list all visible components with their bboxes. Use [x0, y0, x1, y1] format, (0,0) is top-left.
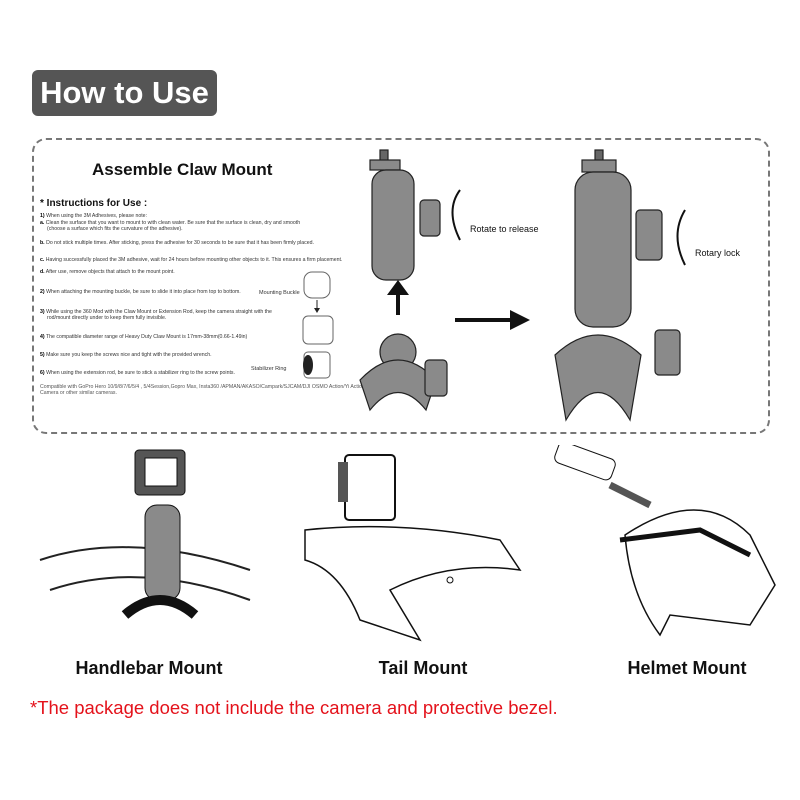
- instruction-number: 2): [40, 289, 45, 295]
- assemble-title: Assemble Claw Mount: [92, 160, 273, 179]
- package-note: *The package does not include the camera…: [30, 697, 558, 718]
- instruction-number: a.: [40, 220, 45, 226]
- instruction-text: Having successfully placed the 3M adhesi…: [45, 257, 343, 263]
- instruction-number: 3): [40, 309, 45, 315]
- instructions-panel: [32, 138, 770, 434]
- instruction-line: 1) When using the 3M Adhesives, please n…: [40, 213, 147, 219]
- instruction-line: rod/mount directly under to keep them fu…: [47, 315, 166, 321]
- instruction-number: d.: [40, 269, 45, 275]
- tail-mount-label: Tail Mount: [378, 658, 468, 678]
- instruction-text: (choose a surface which fits the curvatu…: [47, 226, 183, 232]
- compatible-text: Compatible with GoPro Hero 10/9/8/7/6/5/…: [40, 384, 365, 390]
- instruction-line: 6) When using the extension rod, be sure…: [40, 370, 235, 376]
- instruction-line: c. Having successfully placed the 3M adh…: [40, 257, 342, 263]
- tail-mount-illustration: [304, 454, 522, 642]
- instruction-line: 3) While using the 360 Mod with the Claw…: [40, 309, 272, 315]
- helmet-mount-label: Helmet Mount: [627, 658, 747, 678]
- instruction-number: 6): [40, 370, 45, 376]
- instruction-number: 5): [40, 352, 45, 358]
- instruction-number: 4): [40, 334, 45, 340]
- rotate-to-release-label: Rotate to release: [470, 224, 539, 234]
- instruction-line: (choose a surface which fits the curvatu…: [47, 226, 183, 232]
- claw-mount-assembly-diagram: [359, 149, 686, 422]
- handlebar-mount-label: Handlebar Mount: [75, 658, 223, 678]
- instruction-line: d. After use, remove objects that attach…: [40, 269, 175, 275]
- instruction-text: While using the 360 Mod with the Claw Mo…: [46, 309, 272, 315]
- handlebar-mount-illustration: [39, 449, 251, 619]
- instruction-text: When attaching the mounting buckle, be s…: [46, 289, 241, 295]
- instruction-line: 5) Make sure you keep the screws nice an…: [40, 352, 212, 358]
- mounting-buckle-icon: [302, 271, 334, 379]
- instruction-text: Do not stick multiple times. After stick…: [46, 240, 314, 246]
- instruction-line: 4) The compatible diameter range of Heav…: [40, 334, 247, 340]
- compatible-text-2: Camera or other similar cameras.: [40, 390, 117, 396]
- instruction-text: When using the extension rod, be sure to…: [46, 370, 235, 376]
- instruction-text: rod/mount directly under to keep them fu…: [47, 315, 167, 321]
- rotary-lock-label: Rotary lock: [695, 248, 741, 258]
- instruction-text: After use, remove objects that attach to…: [45, 269, 175, 275]
- instruction-text: Clean the surface that you want to mount…: [45, 220, 301, 226]
- instruction-line: 2) When attaching the mounting buckle, b…: [40, 289, 241, 295]
- mounting-buckle-label: Mounting Buckle: [259, 290, 300, 296]
- instruction-number: c.: [40, 257, 45, 263]
- stabilizer-ring-label: Stabilizer Ring: [251, 366, 287, 372]
- instruction-number: b.: [40, 240, 45, 246]
- instruction-text: The compatible diameter range of Heavy D…: [45, 334, 248, 340]
- instruction-text: Make sure you keep the screws nice and t…: [46, 352, 212, 358]
- how-to-use-title: How to Use: [32, 70, 217, 116]
- helmet-mount-illustration: [554, 445, 776, 637]
- instructions-heading: * Instructions for Use :: [40, 198, 148, 209]
- instruction-line: b. Do not stick multiple times. After st…: [40, 240, 314, 246]
- instruction-line: a. Clean the surface that you want to mo…: [40, 220, 300, 226]
- instruction-text: When using the 3M Adhesives, please note…: [46, 213, 148, 219]
- instruction-number: 1): [40, 213, 45, 219]
